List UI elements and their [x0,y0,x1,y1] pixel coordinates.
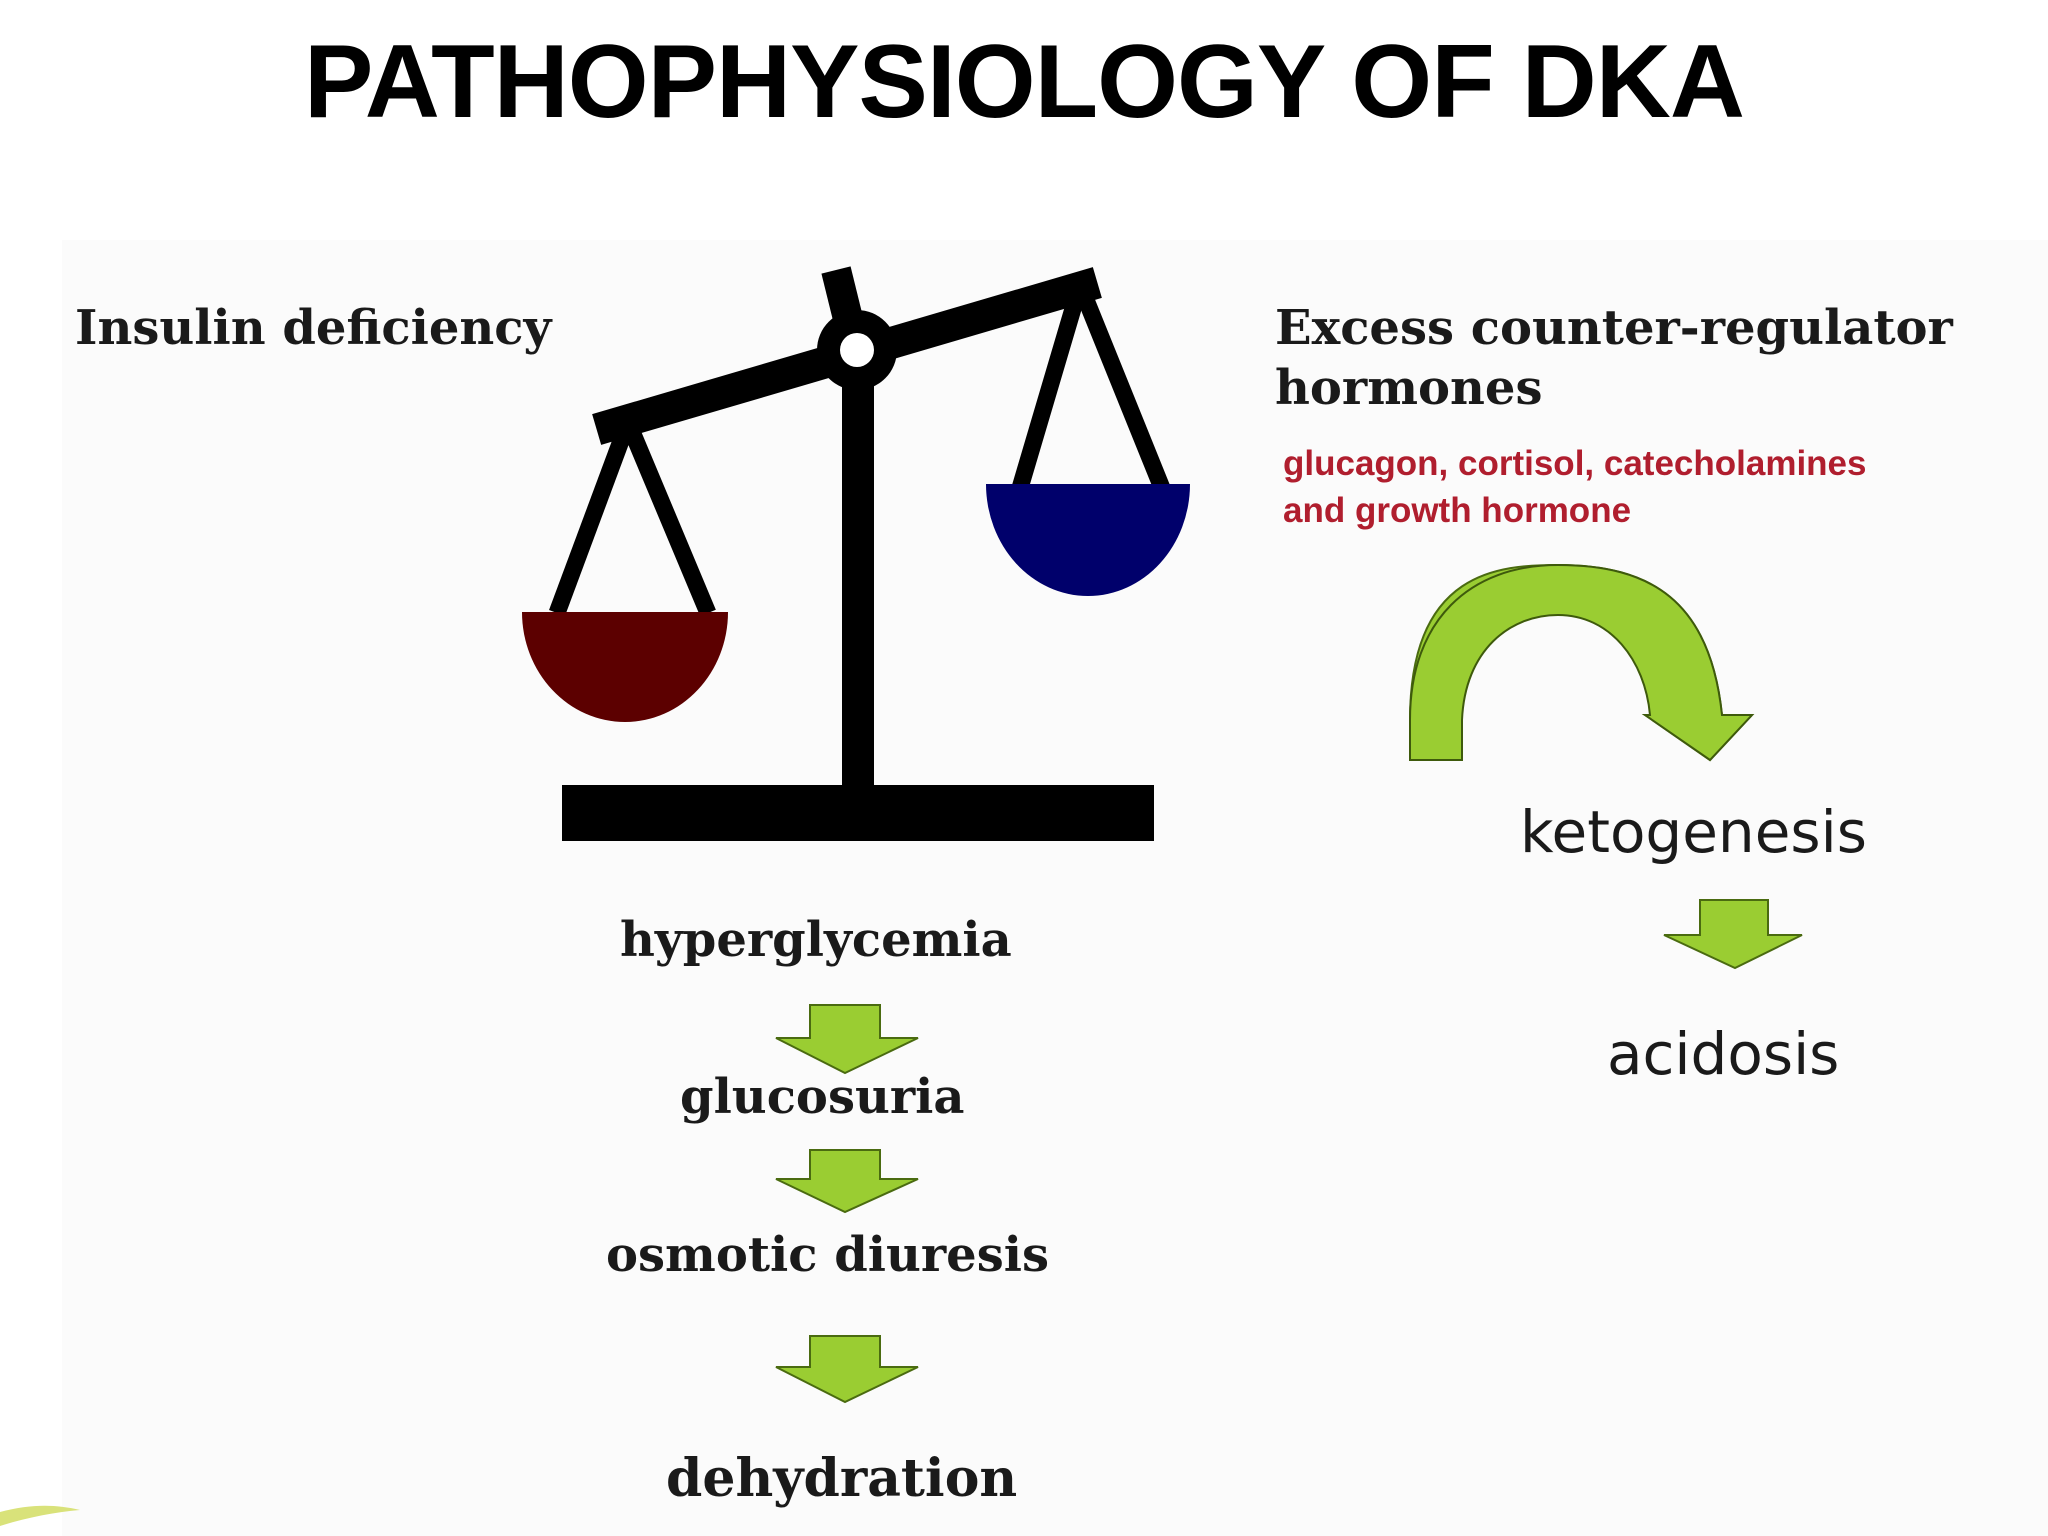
arrow-hyperglycemia-glucosuria [775,1004,919,1075]
curved-arrow-body [1409,563,1755,762]
insulin-deficiency-label: Insulin deficiency [75,300,552,356]
arrow-osmotic-dehydration [775,1335,919,1404]
page-title: PATHOPHYSIOLOGY OF DKA [304,24,1745,140]
hormones-note-line2: and growth hormone [1283,491,1632,530]
left-hanger-left [549,419,636,616]
left-pan [522,612,728,722]
counter-regulator-heading-line2: hormones [1275,360,1543,416]
corner-swoosh-decoration [0,1505,80,1526]
dehydration-label: dehydration [666,1448,1018,1509]
glucosuria-label: glucosuria [680,1069,965,1125]
hormones-note-line1: glucagon, cortisol, catecholamines [1283,444,1867,483]
left-hanger-right [620,418,716,617]
down-arrow-icon [1663,899,1803,970]
curved-arrow-icon [1409,563,1755,762]
down-arrow-icon [775,1149,919,1214]
osmotic-diuresis-label: osmotic diuresis [606,1227,1049,1283]
diagram-background [62,240,2048,1536]
arrow-glucosuria-osmotic [775,1149,919,1214]
arrow-ketogenesis-acidosis [1663,899,1803,970]
balance-scale-icon [522,266,1190,841]
right-hanger-right [1072,281,1170,492]
ketogenesis-label: ketogenesis [1520,798,1867,866]
right-pan [986,484,1190,596]
counter-regulator-heading-line1: Excess counter-regulator [1275,300,1953,356]
scale-pillar [842,355,874,795]
hyperglycemia-label: hyperglycemia [620,912,1012,968]
acidosis-label: acidosis [1607,1020,1840,1088]
scale-pivot-hole [840,333,874,367]
down-arrow-icon [775,1335,919,1404]
down-arrow-icon [775,1004,919,1075]
right-hanger-left [1011,282,1089,491]
